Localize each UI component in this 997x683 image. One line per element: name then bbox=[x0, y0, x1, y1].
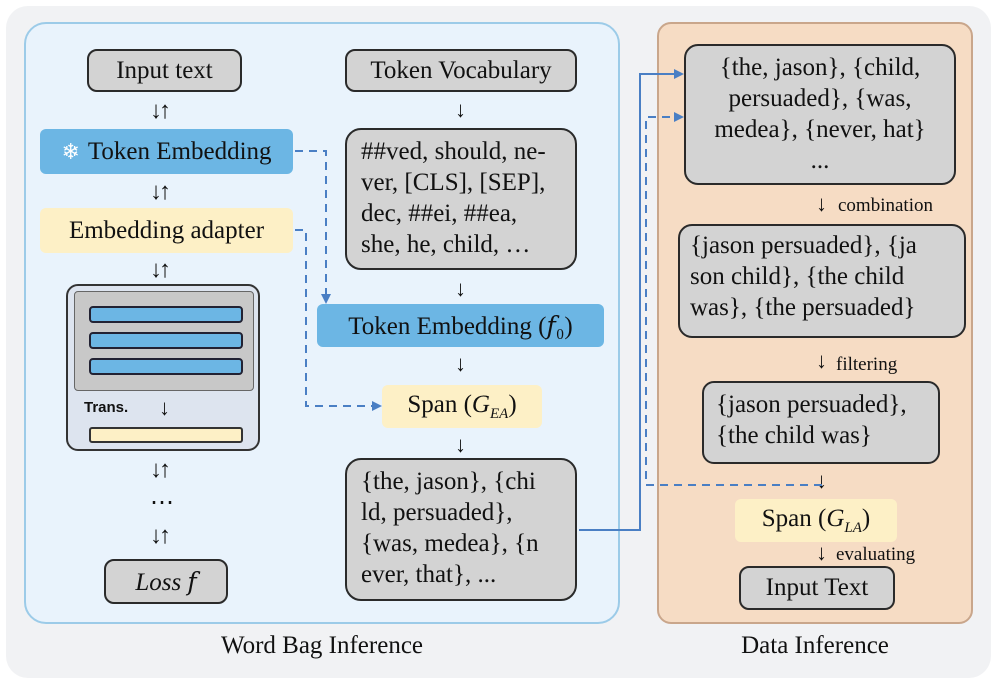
word-pairs-box: {the, jason}, {child, persuaded}, {was, … bbox=[684, 44, 956, 185]
combined-spans-box: {jason persuaded}, {ja son child}, {the … bbox=[678, 224, 966, 338]
down-arrow-icon: ↓ bbox=[816, 468, 827, 493]
input-text-output-box: Input Text bbox=[739, 566, 895, 610]
transformer-layer bbox=[89, 358, 243, 375]
token-embedding-frozen-box: ❄ Token Embedding bbox=[40, 129, 293, 174]
span-gla-box: Span (GLA) bbox=[735, 499, 897, 542]
down-arrow-icon: ↓ bbox=[455, 351, 466, 376]
input-text-box: Input text bbox=[87, 49, 242, 92]
token-embedding-f0-box: Token Embedding (𝑓₀) bbox=[317, 304, 604, 347]
transformer-layer bbox=[89, 332, 243, 349]
span-gea-box: Span (GEA) bbox=[382, 385, 542, 428]
word-bag-inference-caption: Word Bag Inference bbox=[220, 632, 424, 659]
transformer-adapter-layer bbox=[89, 427, 243, 443]
down-arrow-icon: ↓ bbox=[455, 432, 466, 457]
span-gea-label: Span (GEA) bbox=[407, 390, 517, 422]
ellipsis: ⋯ bbox=[150, 490, 176, 516]
token-embedding-frozen-label: Token Embedding bbox=[87, 137, 272, 165]
bidirectional-arrow-1: ↓↑ bbox=[150, 98, 171, 124]
down-arrow-icon: ↓ bbox=[455, 97, 466, 122]
filtered-spans-box: {jason persuaded}, {the child was} bbox=[702, 381, 940, 464]
down-arrow-icon: ↓ bbox=[455, 276, 466, 301]
bidirectional-arrow-4: ↓↑ bbox=[150, 457, 171, 483]
embedding-adapter-box: Embedding adapter bbox=[40, 208, 293, 253]
snowflake-icon: ❄ bbox=[61, 138, 80, 164]
vocabulary-contents-box: ##ved, should, ne- ver, [CLS], [SEP], de… bbox=[345, 128, 577, 270]
data-inference-caption: Data Inference bbox=[741, 632, 889, 659]
combination-step-label: combination bbox=[838, 195, 933, 216]
bidirectional-arrow-5: ↓↑ bbox=[150, 523, 171, 549]
frozen-embedding-dashed-connector bbox=[295, 150, 331, 304]
word-bag-box: {the, jason}, {chi ld, persuaded}, {was,… bbox=[345, 458, 577, 601]
down-arrow-icon: ↓ bbox=[816, 191, 827, 216]
filtering-step-label: filtering bbox=[836, 354, 898, 375]
bidirectional-arrow-2: ↓↑ bbox=[150, 179, 171, 205]
down-arrow-icon: ↓ bbox=[159, 395, 170, 420]
transformer-layer bbox=[89, 306, 243, 323]
span-gea-subscript: EA bbox=[489, 405, 509, 422]
trans-label: Trans. bbox=[84, 399, 129, 416]
bidirectional-arrow-3: ↓↑ bbox=[150, 257, 171, 283]
adapter-dashed-connector bbox=[295, 229, 382, 411]
word-bag-to-pairs-connector bbox=[579, 69, 684, 531]
loss-box: Loss 𝑓 bbox=[104, 559, 228, 604]
down-arrow-icon: ↓ bbox=[816, 348, 827, 373]
down-arrow-icon: ↓ bbox=[816, 540, 827, 565]
token-vocabulary-box: Token Vocabulary bbox=[345, 49, 577, 92]
span-gla-label: Span (GLA) bbox=[761, 504, 871, 536]
evaluating-step-label: evaluating bbox=[836, 544, 916, 565]
filtered-feedback-dashed-connector bbox=[645, 112, 822, 486]
